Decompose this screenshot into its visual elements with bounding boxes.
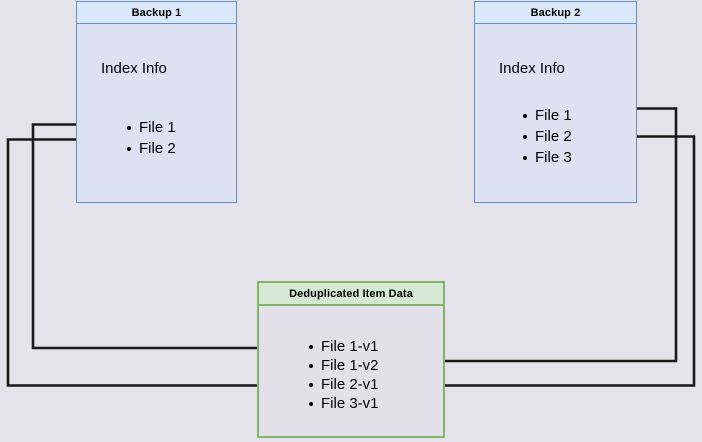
backup-2-header: Backup 2 [475, 2, 636, 24]
list-item: File 2-v1 [307, 375, 379, 394]
list-item: File 3-v1 [307, 394, 379, 413]
backup-2-box[interactable]: Backup 2 Index Info File 1 File 2 File 3 [474, 1, 637, 203]
backup-2-body: Index Info File 1 File 2 File 3 [475, 24, 636, 202]
deduplicated-item-data-header: Deduplicated Item Data [259, 283, 443, 306]
backup-1-box[interactable]: Backup 1 Index Info File 1 File 2 [76, 1, 237, 203]
backup-2-file-list: File 1 File 2 File 3 [521, 105, 572, 168]
backup-1-index-info-label: Index Info [101, 60, 167, 77]
list-item: File 1-v1 [307, 337, 379, 356]
list-item: File 2 [125, 138, 176, 159]
backup-1-header: Backup 1 [77, 2, 236, 24]
list-item: File 3 [521, 147, 572, 168]
backup-1-body: Index Info File 1 File 2 [77, 24, 236, 202]
list-item: File 1-v2 [307, 356, 379, 375]
backup-2-index-info-label: Index Info [499, 60, 565, 77]
list-item: File 1 [521, 105, 572, 126]
backup-1-file-list: File 1 File 2 [125, 117, 176, 159]
dedup-file-list: File 1-v1 File 1-v2 File 2-v1 File 3-v1 [307, 337, 379, 413]
deduplicated-item-data-box[interactable]: Deduplicated Item Data File 1-v1 File 1-… [257, 281, 445, 438]
list-item: File 2 [521, 126, 572, 147]
deduplicated-item-data-body: File 1-v1 File 1-v2 File 2-v1 File 3-v1 [259, 306, 443, 436]
list-item: File 1 [125, 117, 176, 138]
